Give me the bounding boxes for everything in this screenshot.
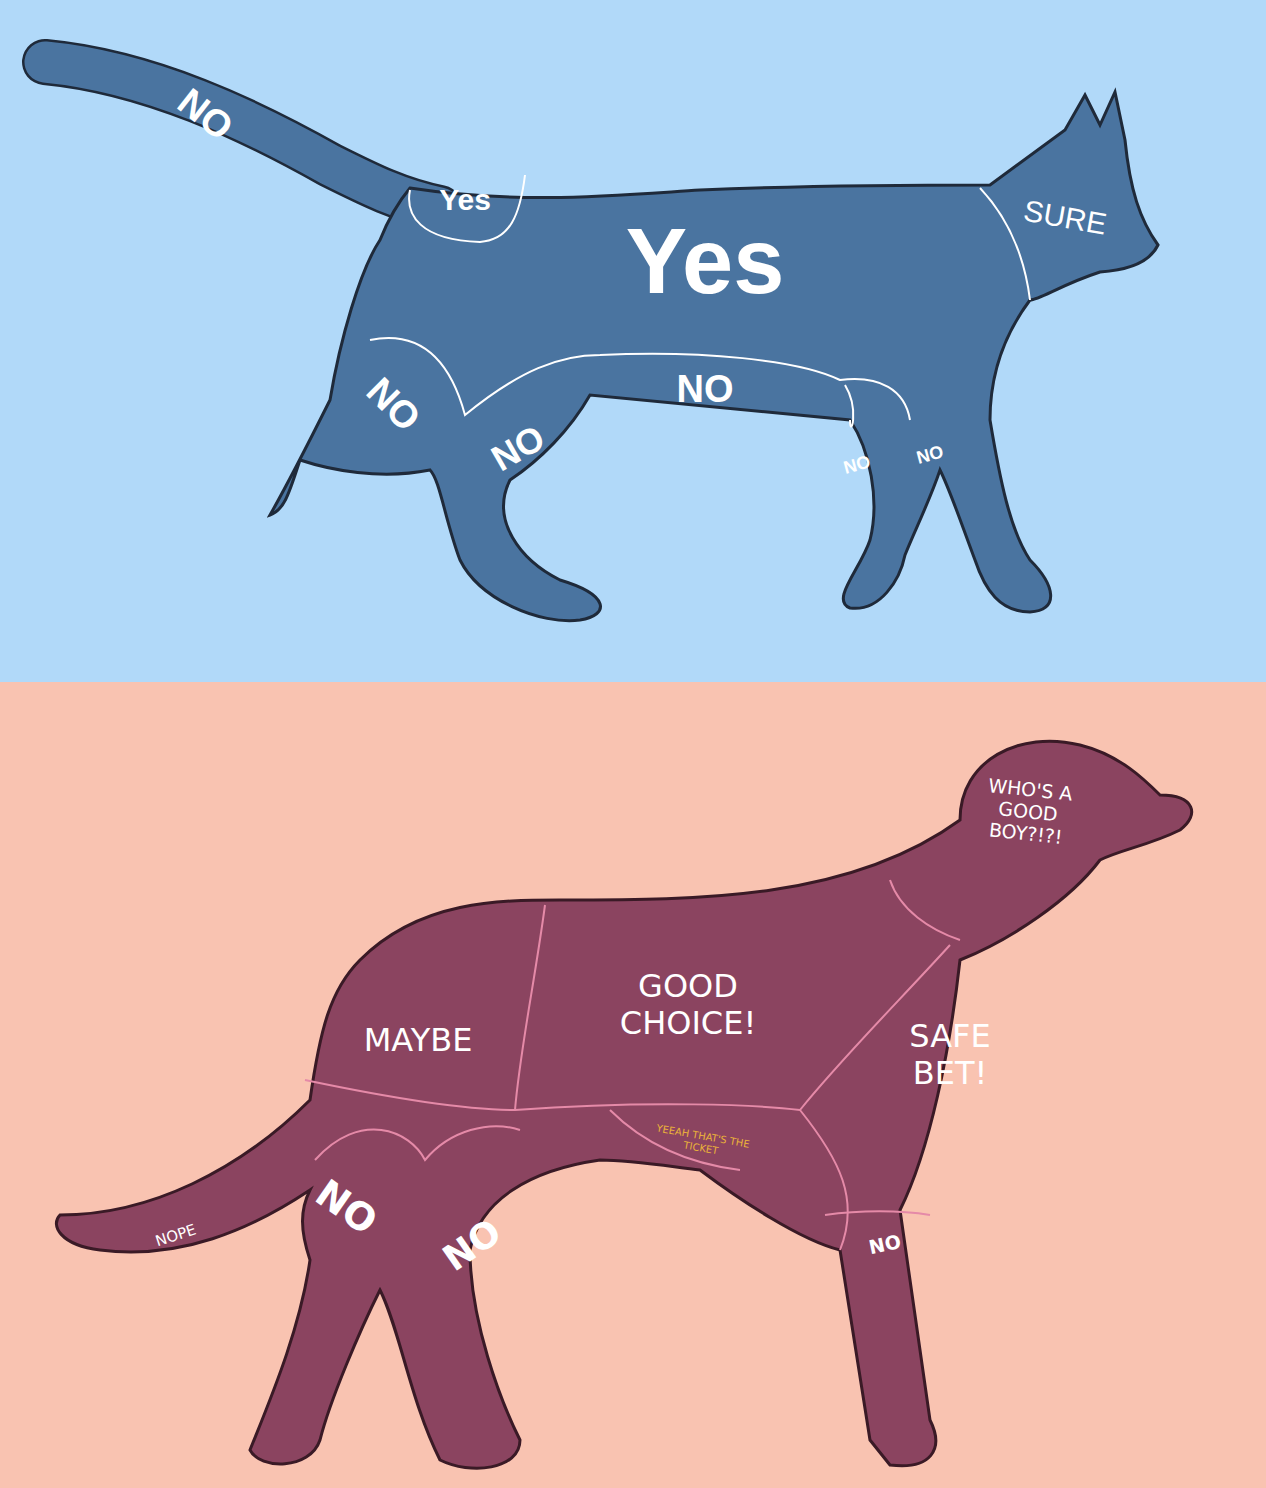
region-label: NO [677, 368, 734, 412]
region-label: SAFE BET! [890, 1018, 1010, 1092]
region-label: MAYBE [364, 1022, 473, 1059]
cat-tail-fill [45, 62, 440, 208]
cat-silhouette [270, 92, 1158, 621]
region-label: WHO'S A GOOD BOY?!?! [967, 773, 1088, 850]
dog-region-lines [305, 880, 960, 1250]
cat-region-lines [370, 175, 1030, 427]
cat-tail [45, 62, 440, 208]
region-label: GOOD CHOICE! [593, 968, 783, 1042]
region-label: Yes [626, 209, 785, 315]
cat-ground [0, 0, 1266, 682]
region-label: Yes [439, 183, 491, 218]
dog-ground [0, 682, 1266, 1488]
dog-silhouette [56, 741, 1191, 1468]
